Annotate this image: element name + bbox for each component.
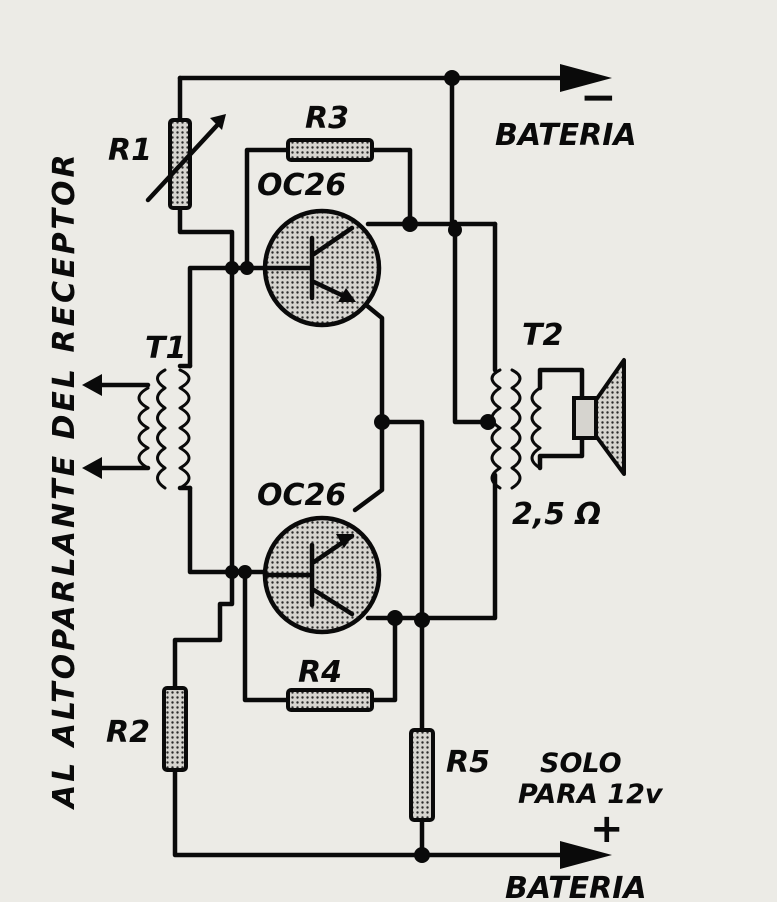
label-battery-positive-sign: + — [590, 806, 624, 852]
battery-positive-arrow — [560, 841, 612, 869]
transformer-t1 — [82, 363, 193, 491]
resistor-r5 — [409, 728, 435, 822]
transistor-bottom — [262, 515, 382, 635]
label-t1: T1 — [145, 331, 186, 366]
label-r2: R2 — [106, 715, 150, 750]
label-r4: R4 — [298, 655, 342, 690]
label-r1: R1 — [108, 133, 152, 168]
label-battery-top: BATERIA — [495, 118, 637, 153]
loudspeaker-icon — [572, 358, 626, 476]
transistor-top — [262, 208, 382, 328]
junction-dots — [225, 70, 496, 863]
side-label-speaker-input: AL ALTOPARLANTE DEL RECEPTOR — [47, 151, 82, 810]
resistor-r3 — [286, 138, 374, 162]
label-impedance: 2,5 Ω — [512, 497, 601, 532]
resistor-r1 — [145, 114, 226, 210]
label-battery-bottom: BATERIA — [505, 871, 647, 902]
resistor-r2 — [162, 686, 188, 772]
battery-arrows — [560, 64, 612, 869]
label-para-12v: PARA 12v — [518, 779, 664, 810]
battery-negative-arrow — [560, 64, 612, 92]
label-solo: SOLO — [540, 748, 622, 779]
label-oc26-bottom: OC26 — [257, 478, 346, 513]
label-oc26-top: OC26 — [257, 168, 346, 203]
label-r3: R3 — [305, 101, 349, 136]
resistor-r4 — [286, 688, 374, 712]
label-t2: T2 — [522, 318, 563, 353]
label-battery-negative-sign: − — [580, 72, 617, 123]
label-r5: R5 — [446, 745, 490, 780]
transformer-t2 — [490, 367, 585, 490]
